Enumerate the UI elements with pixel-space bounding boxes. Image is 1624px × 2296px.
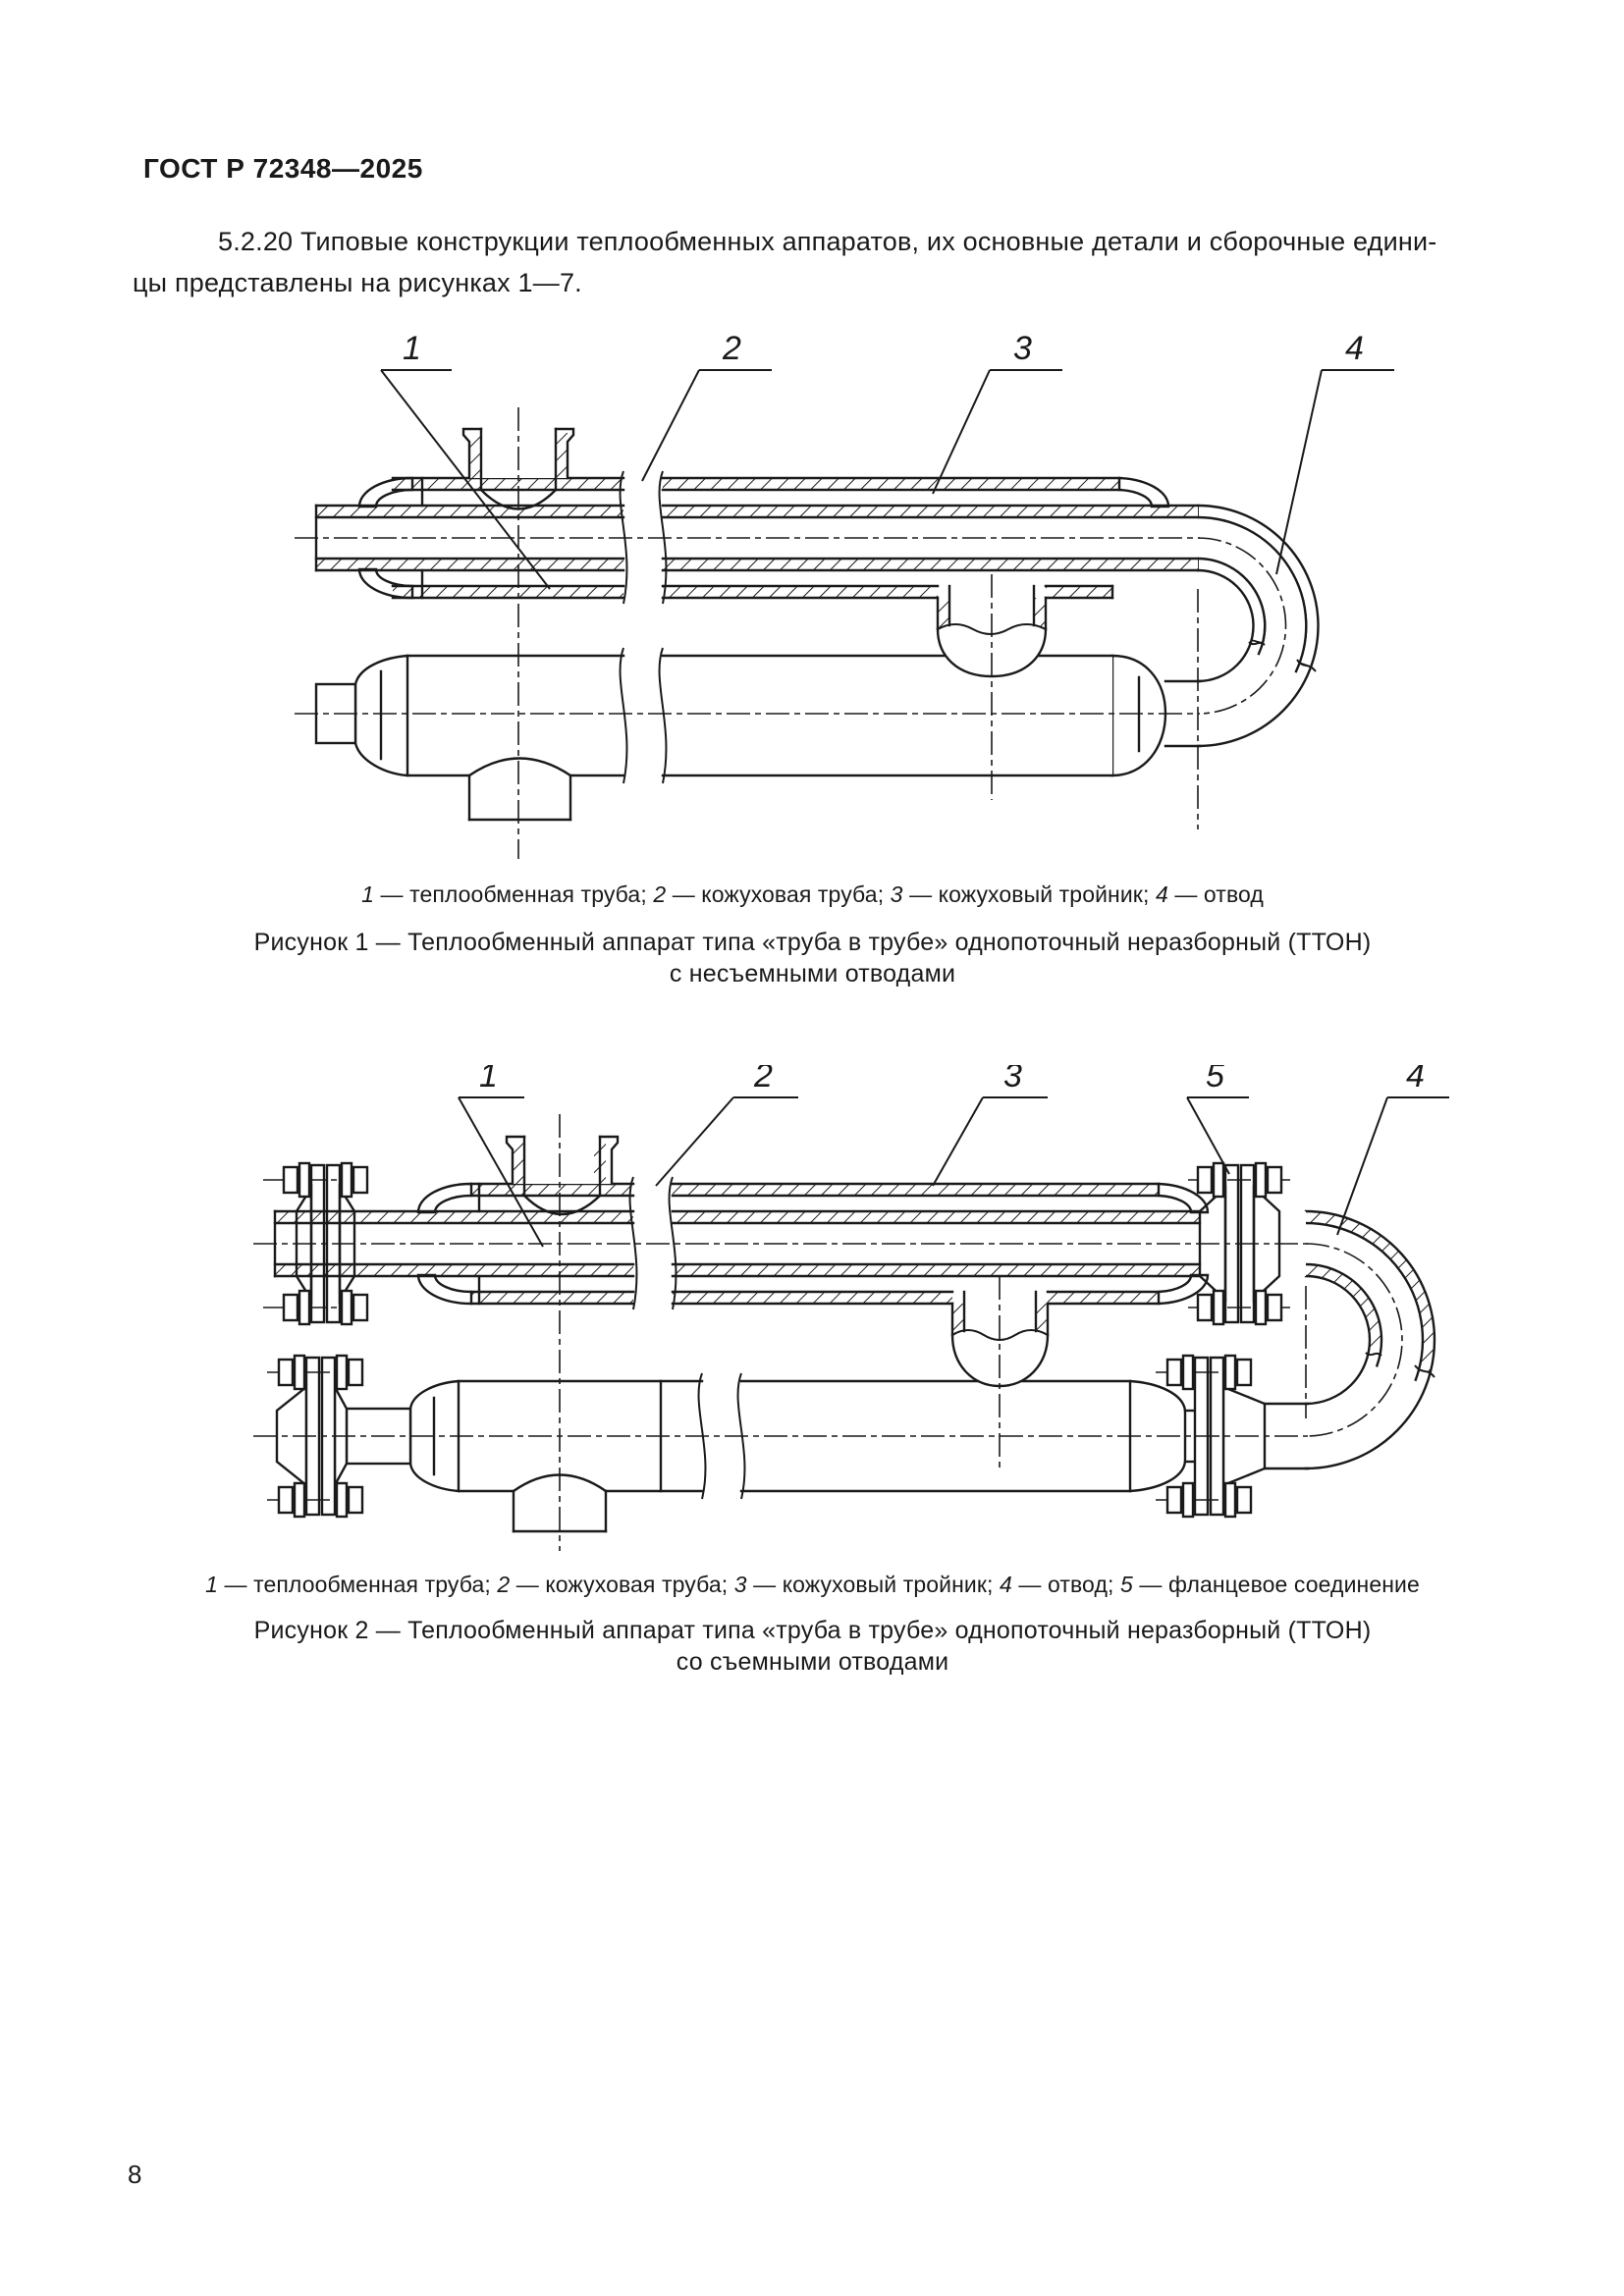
fig2-break-lines [628,1176,746,1500]
fig1-callout-3: 3 [1013,330,1032,367]
legend-num: 5 [1119,1572,1133,1597]
fig2-upper-assembly [263,1135,1306,1388]
legend-text: — фланцевое соединение [1132,1572,1420,1597]
figure-1-caption-line-2: с несъемными отводами [669,960,956,988]
legend-num: 2 [653,881,667,907]
figure-1-caption-line-1: Рисунок 1 — Теплообменный аппарат типа «… [253,929,1372,956]
legend-num: 3 [890,881,903,907]
fig2-lower-pipe [267,1354,1310,1533]
legend-num: 1 [361,881,374,907]
fig1-callout-1: 1 [403,330,421,367]
figure-2-caption-line-2: со съемными отводами [676,1648,949,1676]
fig2-bend [1304,1209,1436,1470]
fig2-callouts: 1 2 3 5 4 [458,1065,1449,1248]
fig2-lower-right-bolts [1156,1354,1253,1519]
fig1-lower-pipe [314,654,1202,822]
fig1-callout-4: 4 [1345,330,1364,367]
paragraph-line-2: цы представлены на рисунках 1—7. [133,268,582,297]
legend-text: — кожуховая труба; [510,1572,734,1597]
legend-text: — теплообменная труба; [218,1572,498,1597]
fig1-callouts: 1 2 3 4 [380,330,1394,590]
figure-2-drawing: 1 2 3 5 4 [253,1065,1449,1551]
figure-1-legend: 1 — теплообменная труба; 2 — кожуховая т… [133,881,1492,908]
fig2-upper-left-flange [263,1161,369,1326]
fig1-break-lines [619,470,668,784]
figure-2-legend: 1 — теплообменная труба; 2 — кожуховая т… [133,1572,1492,1598]
fig2-callout-2: 2 [753,1065,773,1095]
legend-text: — теплообменная труба; [373,881,654,907]
legend-text: — отвод [1167,881,1264,907]
figure-1-drawing: 1 2 3 4 [295,330,1394,859]
legend-text: — кожуховая труба; [666,881,891,907]
legend-num: 2 [497,1572,511,1597]
legend-num: 1 [205,1572,219,1597]
fig1-centerlines [295,407,1287,859]
fig1-callout-2: 2 [722,330,741,367]
fig2-callout-5: 5 [1206,1065,1224,1095]
fig2-callout-1: 1 [479,1065,498,1095]
legend-text: — отвод; [1011,1572,1120,1597]
fig2-callout-4: 4 [1406,1065,1425,1095]
fig2-top-branch [505,1135,620,1216]
fig2-centerlines [253,1114,1403,1551]
page-number: 8 [128,2160,142,2189]
fig1-bend [1196,504,1320,748]
legend-text: — кожуховый тройник; [902,881,1156,907]
legend-text: — кожуховый тройник; [746,1572,1000,1597]
standard-code-header: ГОСТ Р 72348—2025 [143,153,423,184]
paragraph-line-1: 5.2.20 Типовые конструкции теплообменных… [218,227,1437,256]
legend-num: 4 [1155,881,1168,907]
figure-2-caption-line-1: Рисунок 2 — Теплообменный аппарат типа «… [253,1617,1372,1644]
legend-num: 4 [999,1572,1012,1597]
fig1-upper-assembly [314,427,1200,678]
fig2-lower-left-bolts [267,1354,364,1519]
legend-num: 3 [733,1572,747,1597]
fig2-callout-3: 3 [1003,1065,1022,1095]
